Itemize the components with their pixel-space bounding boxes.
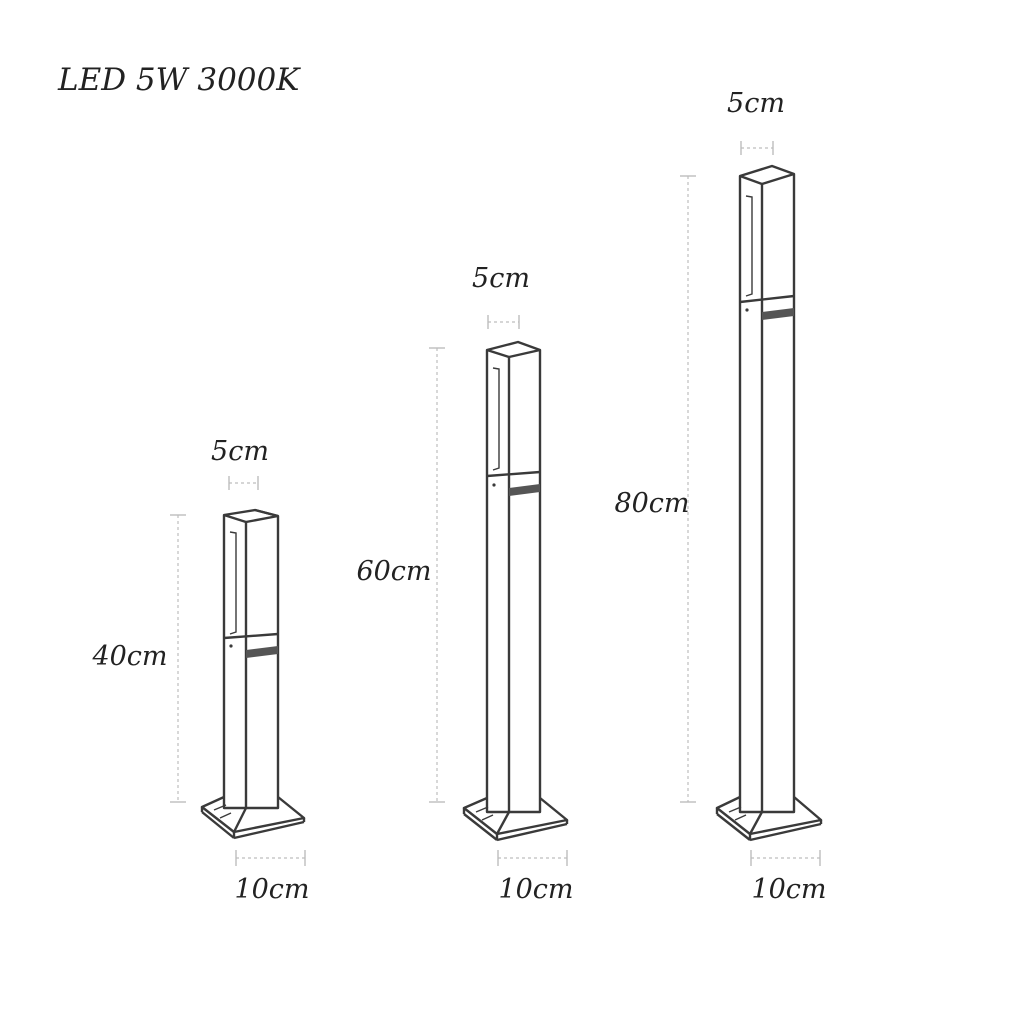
base-width-label: 10cm bbox=[498, 874, 573, 905]
base-width-label: 10cm bbox=[234, 874, 309, 905]
head-width-label: 5cm bbox=[472, 263, 530, 294]
lamp-base bbox=[200, 795, 306, 840]
head-width-dimension: 5cm bbox=[472, 263, 530, 329]
lamp-body bbox=[738, 164, 796, 814]
lamp-base bbox=[462, 796, 569, 842]
height-label: 40cm bbox=[91, 641, 167, 672]
lamp-base bbox=[715, 795, 823, 842]
diagram-title: LED 5W 3000K bbox=[57, 62, 301, 98]
bollard-lamp-tall: 5cm 80cm bbox=[614, 88, 826, 905]
height-label: 80cm bbox=[614, 488, 689, 519]
head-width-label: 5cm bbox=[727, 88, 785, 119]
head-width-dimension: 5cm bbox=[211, 436, 269, 490]
base-width-dimension: 10cm bbox=[234, 850, 310, 905]
head-width-label: 5cm bbox=[211, 436, 269, 467]
base-width-label: 10cm bbox=[751, 874, 826, 905]
base-width-dimension: 10cm bbox=[750, 850, 827, 905]
base-width-dimension: 10cm bbox=[497, 850, 574, 905]
lamp-body bbox=[222, 508, 280, 810]
height-dimension: 80cm bbox=[614, 175, 696, 803]
bollard-lamp-short: 5cm 40cm bbox=[91, 436, 309, 905]
bollard-lamp-medium: 5cm 60cm bbox=[356, 263, 573, 905]
height-dimension: 40cm bbox=[91, 514, 186, 803]
height-label: 60cm bbox=[356, 556, 431, 587]
lamp-body bbox=[485, 340, 542, 814]
height-dimension: 60cm bbox=[356, 347, 445, 803]
head-width-dimension: 5cm bbox=[727, 88, 785, 155]
